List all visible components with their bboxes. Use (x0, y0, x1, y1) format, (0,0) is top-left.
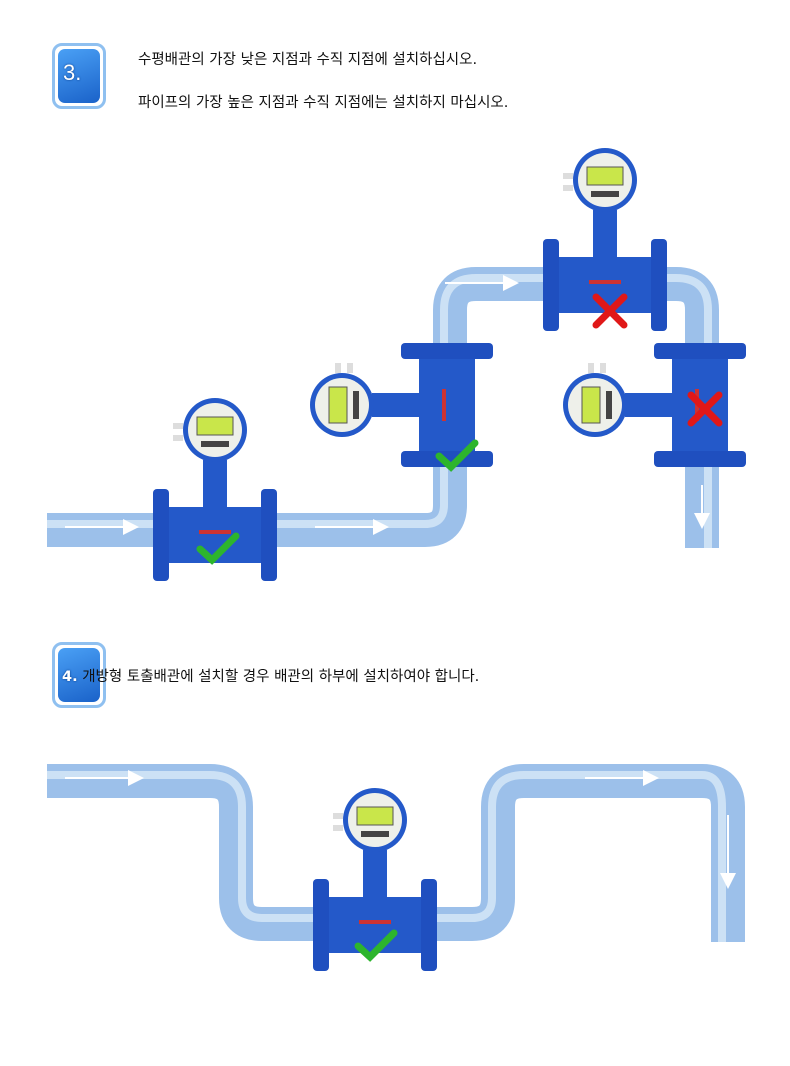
step-3-instruction-2: 파이프의 가장 높은 지점과 수직 지점에는 설치하지 마십시오. (138, 95, 509, 111)
step-3-badge: 3. (52, 43, 106, 109)
step-4-badge (52, 642, 106, 708)
flowmeter-wrong-vertical-down (562, 342, 747, 468)
pipe-section-4 (47, 764, 745, 942)
step-4-number: 4. (62, 669, 78, 685)
pipe-section-3 (47, 267, 719, 548)
step-4-text: 개방형 토출배관에 설치할 경우 배관의 하부에 설치하여야 합니다. (82, 669, 480, 685)
step-3-number: 3. (63, 60, 82, 85)
step-3-instruction-1: 수평배관의 가장 낮은 지점과 수직 지점에 설치하십시오. (138, 52, 478, 68)
flowmeter-correct-low-point (312, 787, 438, 972)
step-4-instruction: 4. 개방형 토출배관에 설치할 경우 배관의 하부에 설치하여야 합니다. (62, 665, 479, 686)
